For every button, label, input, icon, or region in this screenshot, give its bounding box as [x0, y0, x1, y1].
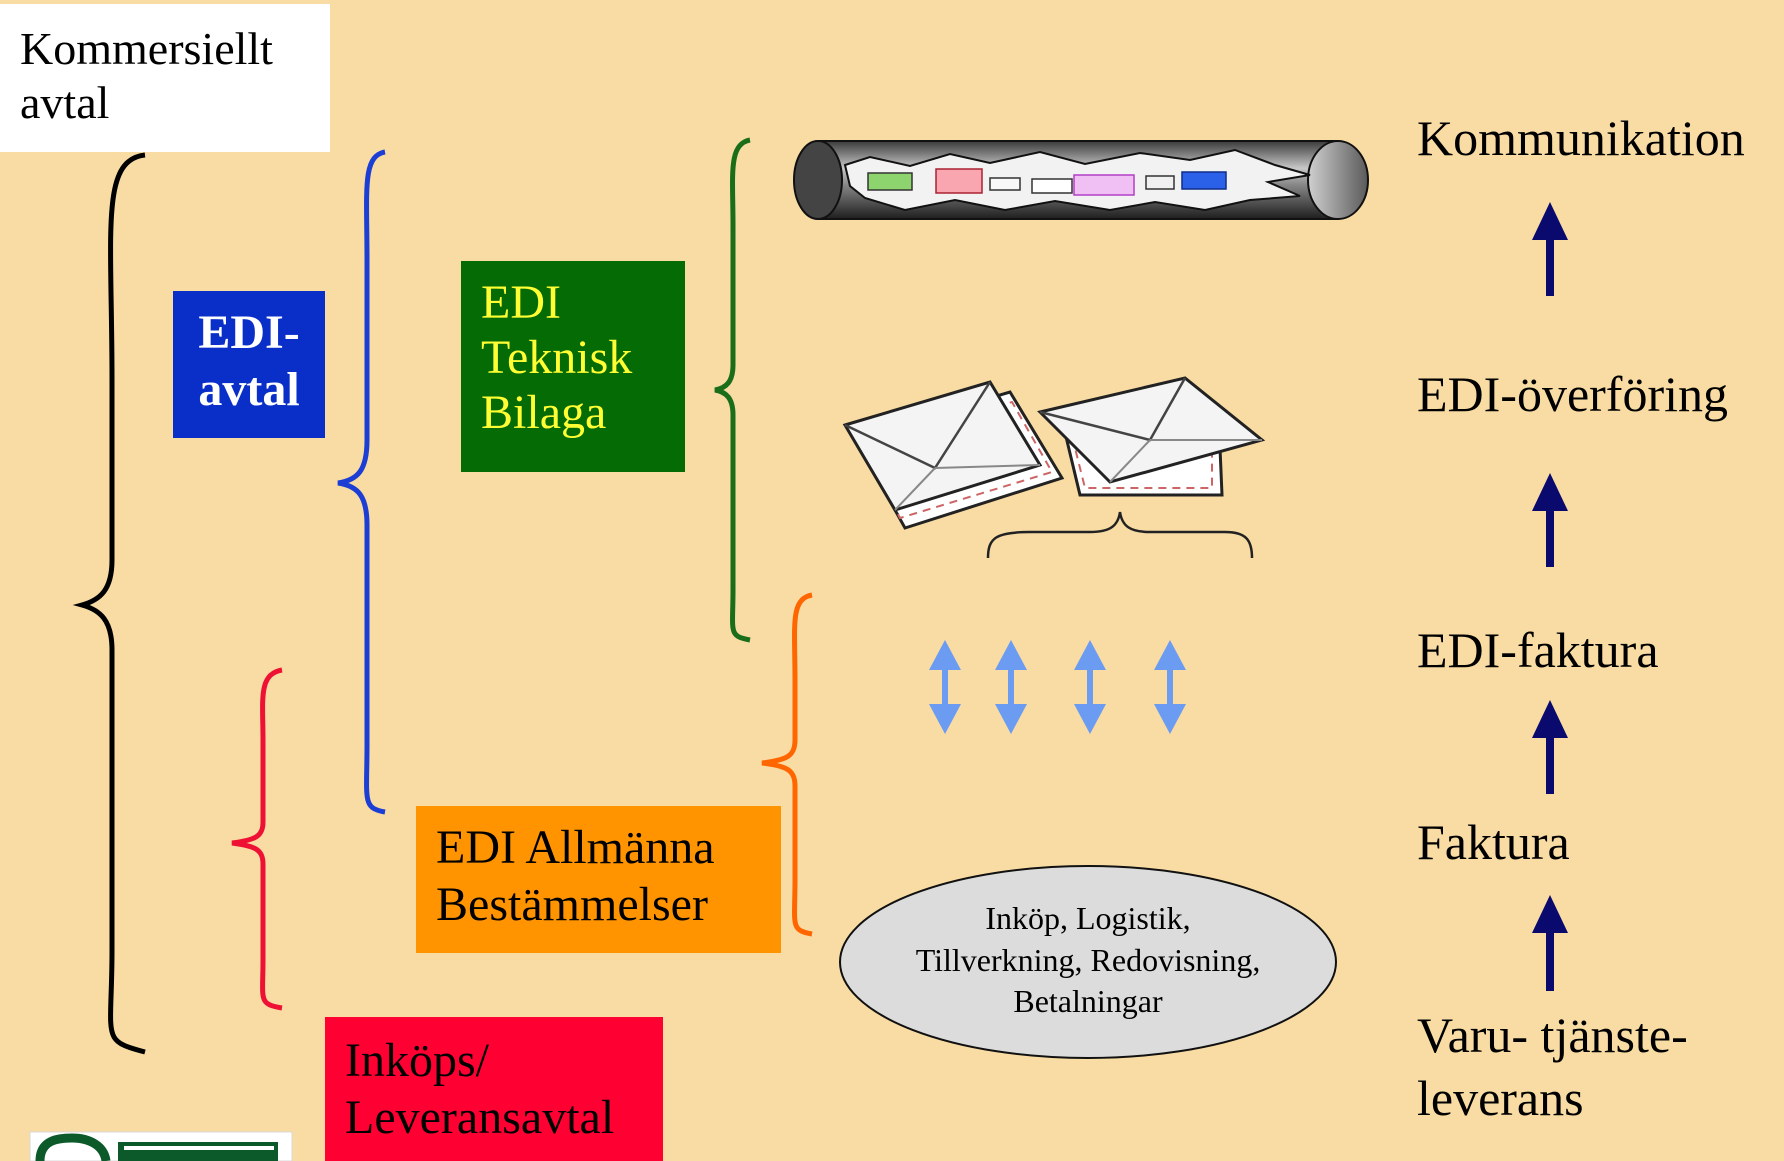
brace-envelopes [986, 511, 1254, 559]
envelopes-icon [842, 376, 1266, 530]
brace-inkops [231, 667, 283, 1011]
level-edi-overforing: EDI-överföring [1417, 366, 1728, 422]
kommersiellt-line-1: Kommersiellt [20, 23, 273, 74]
brace-kommersiellt [72, 152, 146, 1055]
ellipse-line-1: Inköp, Logistik, [985, 900, 1191, 936]
level-varu-tjanste: Varu- tjänste- [1417, 1007, 1688, 1063]
level-edi-faktura: EDI-faktura [1417, 622, 1659, 678]
level-leverans: leverans [1417, 1070, 1584, 1126]
brace-edi-avtal [337, 149, 386, 815]
brace-allmanna [761, 592, 813, 937]
edi-allmanna-bestammelser-box: EDI Allmänna Bestämmelser [416, 806, 781, 953]
double-arrow-icon [929, 640, 1186, 734]
kommersiellt-line-2: avtal [20, 77, 110, 129]
allmanna-line-1: EDI Allmänna [436, 821, 715, 874]
teknisk-line-1: EDI [481, 276, 561, 329]
edi-avtal-line-2: avtal [198, 362, 300, 416]
inkops-leveransavtal-box: Inköps/ Leveransavtal [325, 1017, 663, 1161]
process-ellipse [839, 865, 1337, 1059]
level-faktura: Faktura [1417, 814, 1570, 870]
ellipse-line-3: Betalningar [1013, 983, 1163, 1020]
inkops-line-2: Leveransavtal [345, 1090, 615, 1144]
edi-teknisk-bilaga-box: EDI Teknisk Bilaga [461, 261, 685, 472]
inkops-line-1: Inköps/ [345, 1034, 489, 1087]
edi-avtal-line-1: EDI- [198, 306, 300, 359]
teknisk-line-2: Teknisk [481, 331, 633, 385]
kommersiellt-avtal-box: Kommersiellt avtal [0, 4, 330, 152]
ellipse-line-2: Tillverkning, Redovisning, [915, 941, 1261, 978]
allmanna-line-2: Bestämmelser [436, 877, 708, 931]
teknisk-line-3: Bilaga [481, 386, 607, 440]
process-ellipse-text: Inköp, Logistik, Tillverkning, Redovisni… [840, 898, 1336, 1023]
edi-avtal-box: EDI- avtal [173, 291, 325, 438]
logo-icon [29, 1131, 293, 1161]
level-kommunikation: Kommunikation [1417, 110, 1745, 166]
up-arrow-icon [1532, 202, 1568, 991]
brace-teknisk [714, 137, 751, 643]
pipe-icon [793, 140, 1369, 220]
